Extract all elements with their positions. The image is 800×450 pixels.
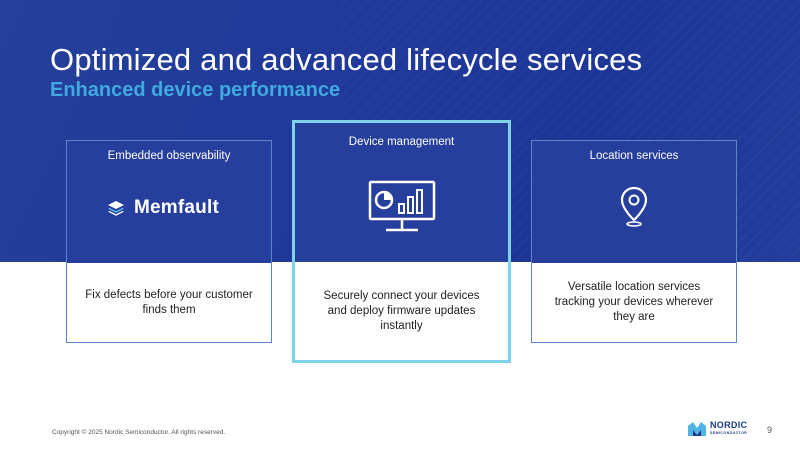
card-header: Device management xyxy=(295,123,508,262)
page-number: 9 xyxy=(767,425,773,435)
card-device-management: Device management Securely connect your … xyxy=(292,120,511,363)
card-description: Fix defects before your customer finds t… xyxy=(67,263,271,342)
monitor-dashboard-icon xyxy=(368,180,436,232)
logo-tagline: SEMICONDUCTOR xyxy=(710,431,748,435)
memfault-logo: Memfault xyxy=(107,197,219,219)
card-description: Securely connect your devices and deploy… xyxy=(295,262,508,360)
card-embedded-observability: Embedded observability Memfault Fix defe… xyxy=(66,140,272,343)
logo-name: NORDIC xyxy=(710,420,748,430)
memfault-logo-icon xyxy=(108,201,124,216)
memfault-wordmark: Memfault xyxy=(134,197,219,218)
card-header: Location services xyxy=(532,141,736,263)
slide-subtitle: Enhanced device performance xyxy=(50,79,341,101)
slide-title: Optimized and advanced lifecycle service… xyxy=(50,42,643,77)
nordic-logo-icon xyxy=(688,422,706,436)
card-label: Device management xyxy=(348,136,455,148)
card-label: Location services xyxy=(589,150,679,162)
card-label: Embedded observability xyxy=(107,150,231,162)
location-pin-icon xyxy=(620,186,648,227)
copyright-footer: Copyright © 2025 Nordic Semiconductor. A… xyxy=(52,429,226,436)
card-description: Versatile location services tracking you… xyxy=(532,263,736,342)
nordic-logo: NORDIC SEMICONDUCTOR xyxy=(688,421,747,437)
card-location-services: Location services Versatile location ser… xyxy=(531,140,737,343)
card-header: Embedded observability Memfault xyxy=(67,141,271,263)
